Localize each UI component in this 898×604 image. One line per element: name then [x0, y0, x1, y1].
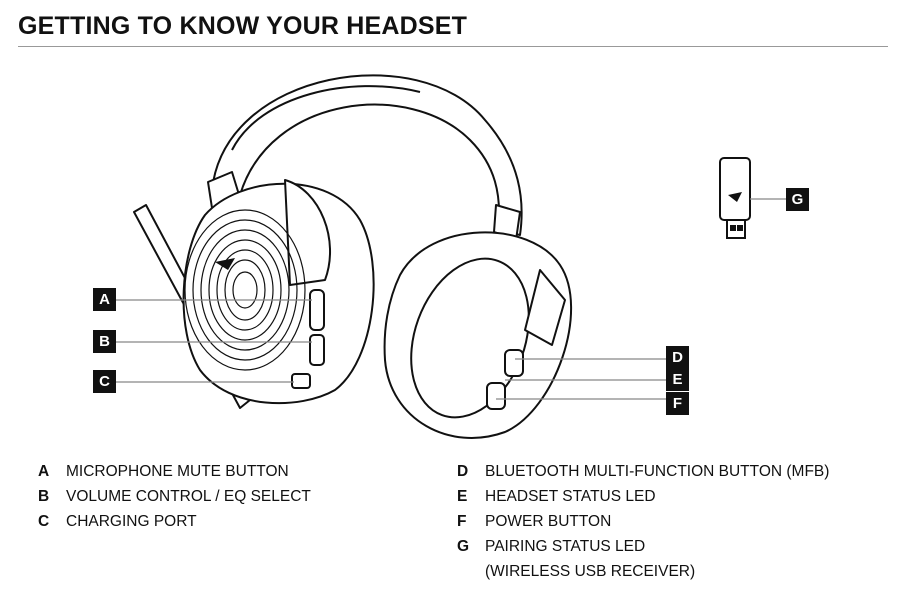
callout-c: C: [93, 370, 116, 393]
legend-item: C CHARGING PORT: [38, 509, 311, 534]
legend-left: A MICROPHONE MUTE BUTTON B VOLUME CONTRO…: [38, 459, 311, 534]
title-divider: [18, 46, 888, 47]
headband: [211, 74, 523, 236]
legend-text: HEADSET STATUS LED: [485, 488, 656, 505]
legend-letter: F: [457, 513, 467, 530]
legend-text: CHARGING PORT: [66, 513, 197, 530]
left-earcup: [182, 182, 375, 405]
legend-letter: C: [38, 513, 50, 530]
legend-text: MICROPHONE MUTE BUTTON: [66, 463, 289, 480]
callout-g: G: [786, 188, 809, 211]
legend-text-line2: (WIRELESS USB RECEIVER): [485, 563, 696, 580]
callout-a: A: [93, 288, 116, 311]
legend-item: F POWER BUTTON: [457, 509, 829, 534]
legend-text: POWER BUTTON: [485, 513, 612, 530]
receiver-logo-icon: [728, 192, 742, 202]
sails-logo-icon: [215, 258, 235, 270]
earcup-plate: [184, 209, 306, 371]
legend-letter: A: [38, 463, 50, 480]
legend-text: VOLUME CONTROL / EQ SELECT: [66, 488, 311, 505]
callout-e: E: [666, 368, 689, 391]
legend-text-line1: PAIRING STATUS LED: [485, 538, 646, 555]
callout-f: F: [666, 392, 689, 415]
legend-item: G PAIRING STATUS LED (WIRELESS USB RECEI…: [457, 534, 829, 584]
callout-d: D: [666, 346, 689, 369]
legend-text: PAIRING STATUS LED (WIRELESS USB RECEIVE…: [485, 534, 695, 584]
legend-item: E HEADSET STATUS LED: [457, 484, 829, 509]
legend-letter: D: [457, 463, 469, 480]
legend-item: B VOLUME CONTROL / EQ SELECT: [38, 484, 311, 509]
legend-item: A MICROPHONE MUTE BUTTON: [38, 459, 311, 484]
legend-letter: E: [457, 488, 468, 505]
legend-text: BLUETOOTH MULTI-FUNCTION BUTTON (MFB): [485, 463, 830, 480]
legend-item: D BLUETOOTH MULTI-FUNCTION BUTTON (MFB): [457, 459, 829, 484]
legend-right: D BLUETOOTH MULTI-FUNCTION BUTTON (MFB) …: [457, 459, 829, 584]
callout-b: B: [93, 330, 116, 353]
page-title: GETTING TO KNOW YOUR HEADSET: [18, 12, 468, 40]
legend-letter: B: [38, 488, 50, 505]
usb-receiver: [719, 157, 751, 239]
legend-letter: G: [457, 538, 470, 555]
